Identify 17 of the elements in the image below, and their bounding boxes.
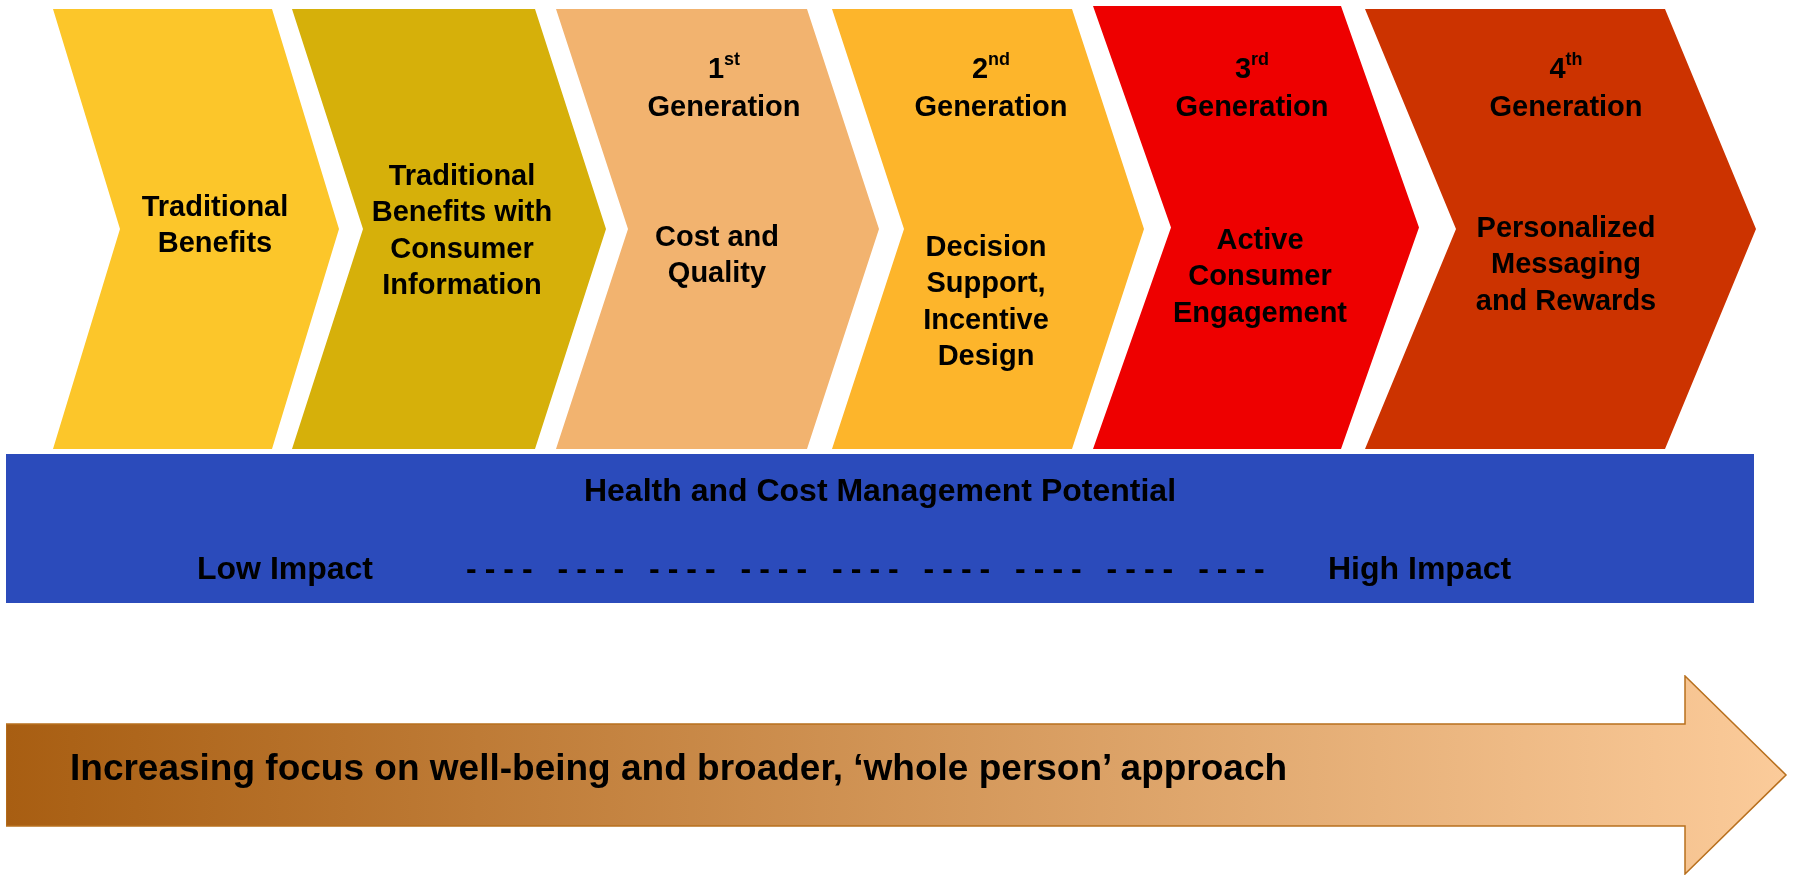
stage-text: Decision Support, Incentive Design: [922, 228, 1050, 373]
gradient-arrow: [6, 675, 1788, 875]
stage-text: Active Consumer Engagement: [1172, 221, 1348, 330]
stage-text: Traditional Benefits: [140, 188, 290, 260]
impact-band: [6, 454, 1754, 603]
generation-heading: 1$^{st}$ Generation: [646, 50, 802, 124]
generation-heading: 4$^{th}$ Generation: [1488, 50, 1644, 124]
stage-text: Cost and Quality: [653, 218, 781, 290]
high-impact-text: High Impact: [1328, 550, 1512, 587]
stage-text: Traditional Benefits with Consumer Information: [370, 157, 554, 302]
generation-heading: 3$^{rd}$ Generation: [1174, 50, 1330, 124]
low-impact-text: Low Impact: [197, 550, 373, 587]
generation-heading: 2$^{nd}$ Generation: [913, 50, 1069, 124]
band-title: Health and Cost Management Potential: [582, 472, 1178, 509]
dash-scale-text: ---- ---- ---- ---- ---- ---- ---- ---- ----: [466, 550, 1273, 587]
stage-text: Personalized Messaging and Rewards: [1474, 209, 1658, 318]
arrow-text: Increasing focus on well-being and broader, ‘whole person’ approach: [70, 747, 1288, 789]
